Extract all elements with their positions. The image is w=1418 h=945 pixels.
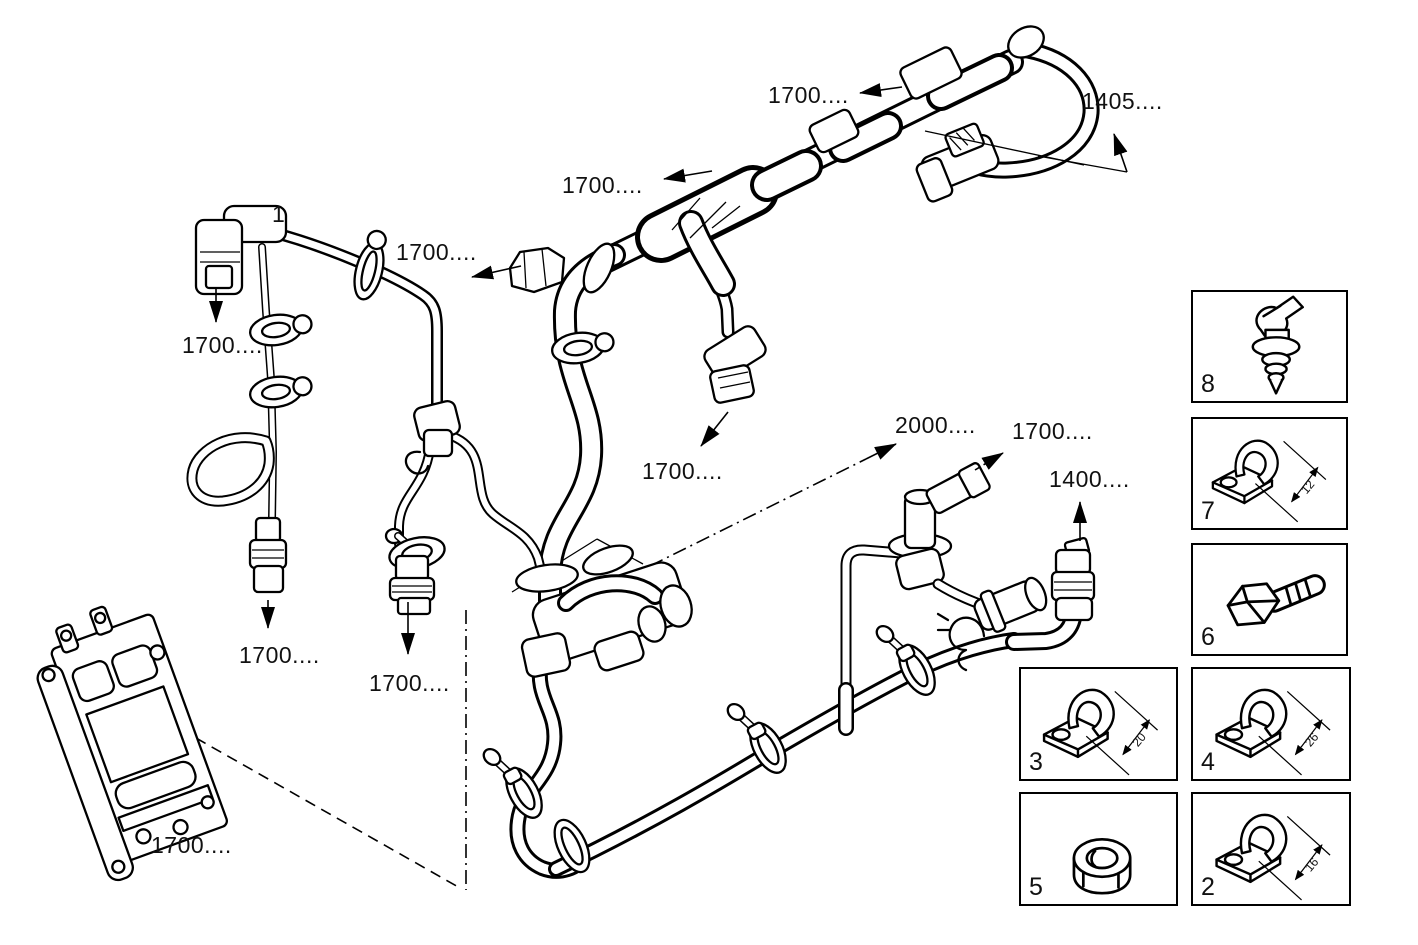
item-number-1[interactable]: 1: [272, 201, 286, 227]
callout-branch-connector[interactable]: 1700....: [642, 458, 723, 484]
part-number: 2: [1201, 873, 1215, 901]
callout-1700-right[interactable]: 1700....: [1012, 418, 1093, 444]
cable-clamp-icon: 20: [1042, 688, 1158, 776]
push-pin-clip-icon: [1251, 293, 1310, 395]
callout-hex-connector[interactable]: 1700....: [396, 239, 477, 265]
t-junction-block: [404, 399, 461, 475]
ecu-module: [36, 605, 228, 882]
flanged-nut-icon: [1072, 837, 1132, 895]
hex-connector: [508, 246, 566, 294]
part-number: 7: [1201, 497, 1215, 525]
central-junction-cluster: [515, 544, 693, 678]
clamp-dimension: 26: [1302, 730, 1322, 750]
cylindrical-connector: [973, 576, 1048, 633]
callout-trunk-top[interactable]: 1700....: [768, 82, 849, 108]
hanging-strap-loop: [192, 438, 269, 502]
part-number: 6: [1201, 623, 1215, 651]
callout-sensor-left[interactable]: 1700....: [182, 332, 263, 358]
mid-left-connector: [388, 554, 436, 616]
part-box-2[interactable]: 16 2: [1191, 792, 1351, 906]
harness-ring-clip: [353, 229, 387, 301]
clamp-dimension: 16: [1302, 855, 1322, 875]
part-box-5[interactable]: 5: [1019, 792, 1178, 906]
part-number: 4: [1201, 748, 1215, 776]
sensor-stub-connector: [887, 462, 991, 591]
callout-lower-left-a[interactable]: 1700....: [239, 642, 320, 668]
part-box-4[interactable]: 26 4: [1191, 667, 1351, 781]
hook-clip: [936, 612, 986, 672]
clamp-dimension: 20: [1130, 730, 1150, 750]
part-number: 8: [1201, 370, 1215, 398]
callout-1400[interactable]: 1400....: [1049, 466, 1130, 492]
cable-clamp-icon: 16: [1215, 813, 1331, 901]
elbow-ring: [582, 242, 616, 294]
callout-cable-1405[interactable]: 1405....: [1082, 88, 1163, 114]
tape-wrap-junction: [661, 68, 999, 284]
cable-clamp-icon: 12: [1211, 439, 1327, 523]
callout-arrows: [209, 83, 1128, 655]
part-box-8[interactable]: 8: [1191, 290, 1348, 403]
lower-left-connector: [248, 516, 288, 594]
part-box-6[interactable]: 6: [1191, 543, 1348, 656]
part-box-3[interactable]: 20 3: [1019, 667, 1178, 781]
callout-trunk-mid[interactable]: 1700....: [562, 172, 643, 198]
top-connector-block: [808, 46, 963, 154]
branch-connector: [703, 325, 767, 404]
right-angle-connector: [1014, 536, 1096, 642]
callout-ecu[interactable]: 1700....: [151, 832, 232, 858]
loop-right-angle-connector: [915, 122, 1000, 203]
clamp-dimension: 12: [1298, 477, 1318, 497]
trunk-end-cap: [1007, 25, 1045, 59]
sensor-connector-1: [194, 204, 288, 296]
tube-ring: [553, 818, 591, 874]
hex-bolt-icon: [1193, 545, 1346, 654]
wire-ring-clip: [247, 370, 315, 412]
callout-lower-left-b[interactable]: 1700....: [369, 670, 450, 696]
part-number: 3: [1029, 748, 1043, 776]
cable-clamp-icon: 26: [1215, 688, 1331, 776]
part-number: 5: [1029, 873, 1043, 901]
part-box-7[interactable]: 12 7: [1191, 417, 1348, 530]
callout-2000[interactable]: 2000....: [895, 412, 976, 438]
